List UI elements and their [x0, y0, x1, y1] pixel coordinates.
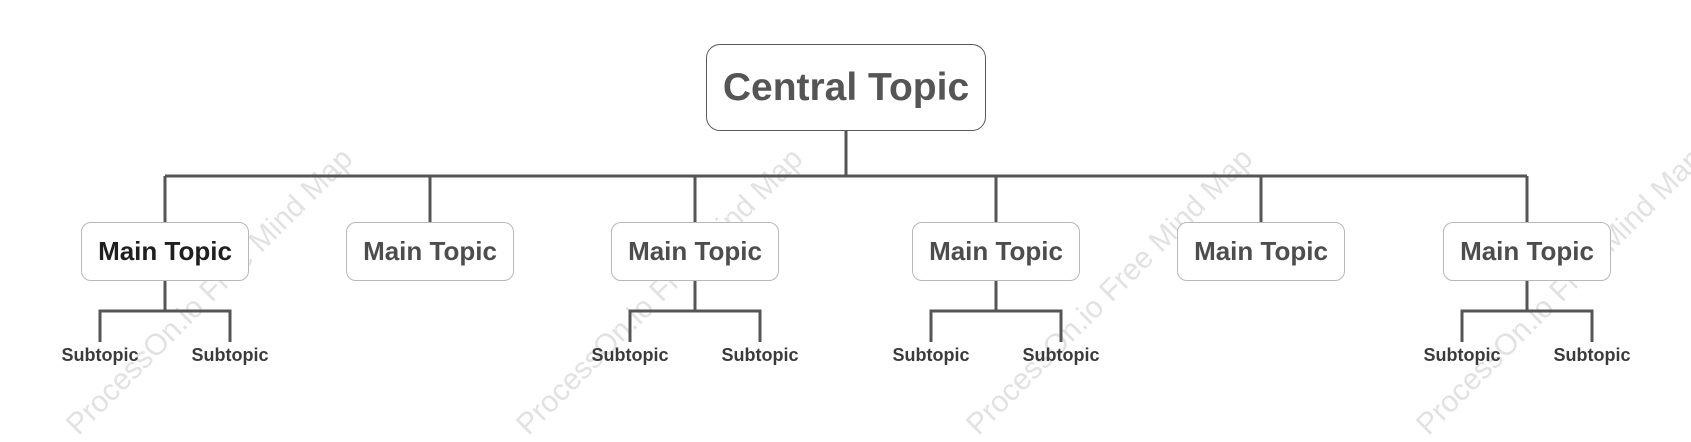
connector-lines [98, 131, 1594, 342]
main-topic-label: Main Topic [98, 236, 232, 266]
main-topic-label: Main Topic [1194, 236, 1328, 266]
subtopic-1-2[interactable]: Subtopic [191, 345, 269, 365]
sub-bracket-4 [929, 281, 1063, 342]
main-topic-node-6[interactable]: Main Topic [1443, 222, 1611, 281]
subtopic-1-1[interactable]: Subtopic [61, 345, 139, 365]
central-topic-node[interactable]: Central Topic [706, 44, 986, 131]
subtopic-3-2[interactable]: Subtopic [721, 345, 799, 365]
main-topic-node-5[interactable]: Main Topic [1177, 222, 1345, 281]
main-topic-label: Main Topic [1460, 236, 1594, 266]
subtopic-3-1[interactable]: Subtopic [591, 345, 669, 365]
main-topic-node-4[interactable]: Main Topic [912, 222, 1080, 281]
sub-bracket-1 [98, 281, 232, 342]
sub-bracket-6 [1460, 281, 1594, 342]
sub-bracket-3 [628, 281, 762, 342]
main-topic-node-1[interactable]: Main Topic [81, 222, 249, 281]
central-topic-label: Central Topic [722, 65, 970, 109]
main-topic-label: Main Topic [628, 236, 762, 266]
main-topic-label: Main Topic [363, 236, 497, 266]
subtopic-4-1[interactable]: Subtopic [892, 345, 970, 365]
subtopic-6-2[interactable]: Subtopic [1553, 345, 1631, 365]
mind-map-canvas: ProcessOn.io Free Mind Map ProcessOn.io … [60, 44, 1691, 441]
subtopic-6-1[interactable]: Subtopic [1423, 345, 1501, 365]
main-topic-node-3[interactable]: Main Topic [611, 222, 779, 281]
main-topic-node-2[interactable]: Main Topic [346, 222, 514, 281]
subtopic-4-2[interactable]: Subtopic [1022, 345, 1100, 365]
main-topic-label: Main Topic [929, 236, 1063, 266]
